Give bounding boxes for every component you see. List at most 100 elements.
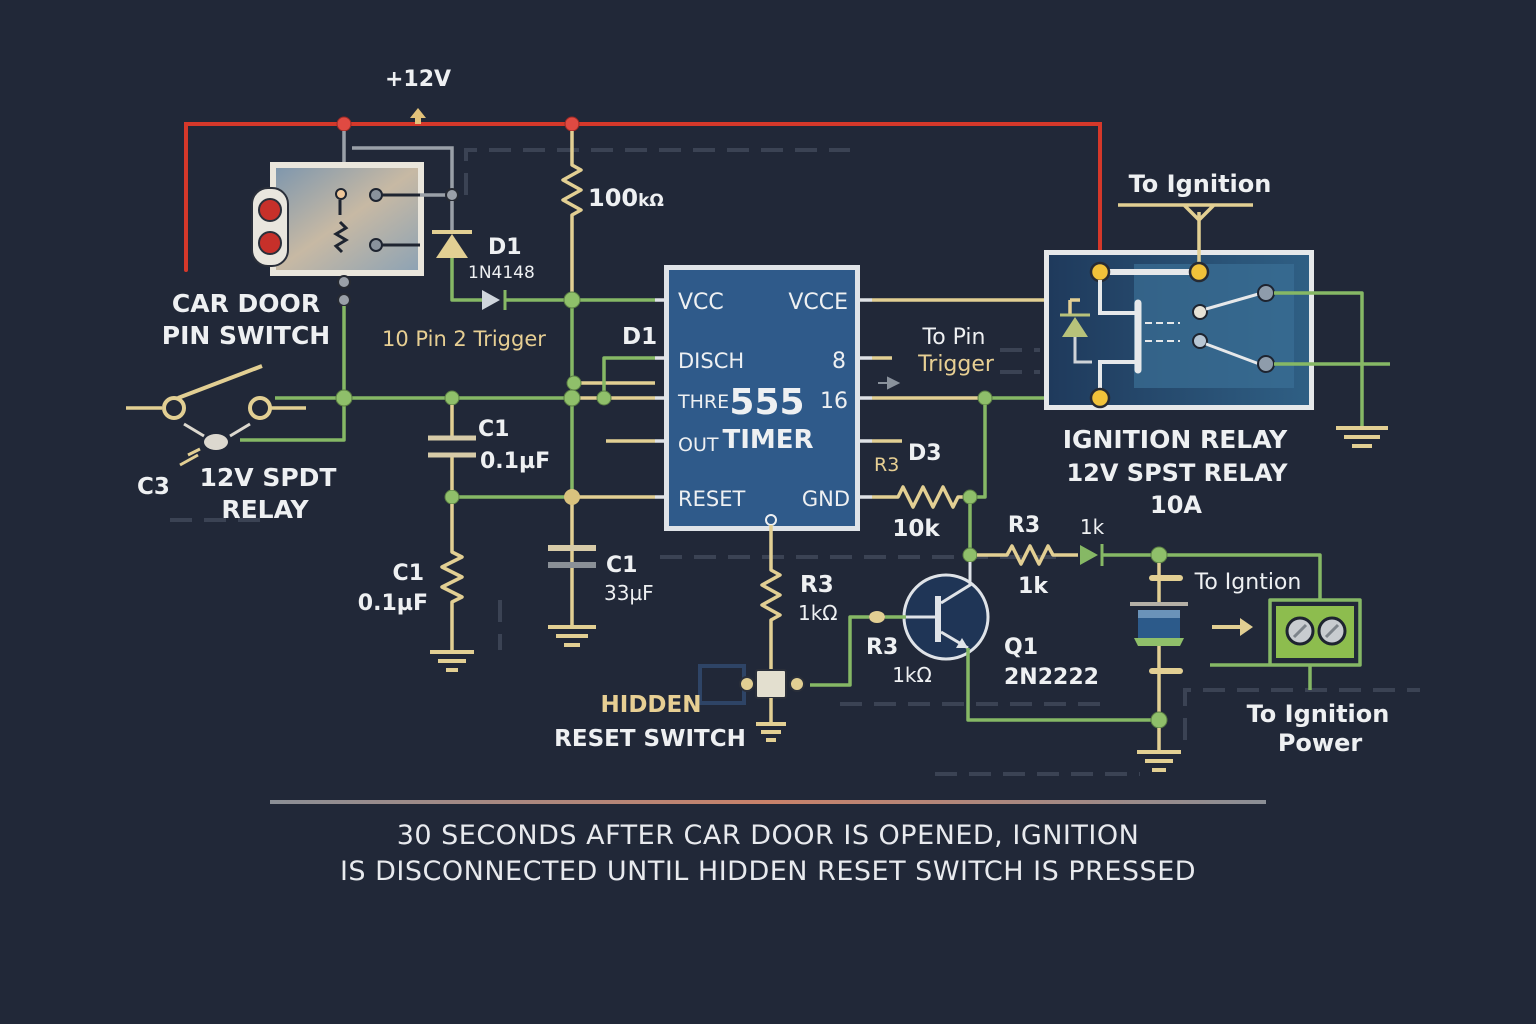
junction-node	[564, 116, 580, 132]
reset-switch-label-2: RESET SWITCH	[554, 726, 746, 752]
trigger-note-text: Pin 2 Trigger	[415, 327, 546, 351]
r3-reset-ref: R3	[800, 572, 834, 598]
supply-arrow-icon	[410, 108, 426, 124]
d1-ref: D1	[488, 235, 522, 260]
capacitor-c1-c: C1 33µF	[548, 545, 654, 647]
ignition-power-label-2: Power	[1278, 729, 1363, 757]
caption-line-2: IS DISCONNECTED UNTIL HIDDEN RESET SWITC…	[339, 856, 1197, 887]
relay-terminal	[1188, 261, 1210, 283]
spdt-label-2: RELAY	[221, 495, 309, 524]
resistor-c1-b: C1 0.1µF	[358, 504, 474, 672]
to-igntion-label: To Igntion	[1194, 570, 1302, 595]
resistor-100k: 100kΩ	[561, 131, 664, 296]
junction-node	[444, 489, 460, 505]
r-pullup-value: 100kΩ	[588, 184, 664, 212]
r3-reset-value: 1kΩ	[798, 601, 838, 625]
reset-button-icon[interactable]	[755, 669, 787, 699]
c1-b-ref: C1	[393, 561, 424, 586]
spdt-relay: C3 12V SPDT RELAY	[126, 364, 337, 524]
c1-a-value: 0.1µF	[480, 449, 550, 474]
q1-part: 2N2222	[1004, 665, 1099, 690]
r3-collector-ref: R3	[1008, 513, 1040, 538]
ground-icon	[756, 722, 786, 742]
ignition-relay-label: IGNITION RELAY	[1063, 425, 1288, 454]
junction-node	[564, 489, 580, 505]
spdt-label-1: 12V SPDT	[200, 463, 337, 492]
ignition-terminal: To Igntion To Ignition Power	[1130, 563, 1390, 772]
timer-pin-8: 8	[832, 349, 846, 374]
relay-terminal	[1089, 261, 1111, 283]
arrow-icon	[1240, 618, 1253, 636]
spdt-ref: C3	[137, 474, 170, 500]
reset-switch-label-1: HIDDEN	[601, 692, 702, 718]
diode-icon	[482, 290, 500, 310]
to-ignition-label: To Ignition	[1129, 170, 1272, 198]
supply-label: +12V	[385, 67, 451, 92]
timer-pin-out: OUT	[678, 434, 719, 456]
d3-ref: D3	[908, 441, 942, 466]
background-traces	[170, 148, 1420, 776]
junction-node	[596, 390, 612, 406]
c1-a-ref: C1	[478, 417, 509, 442]
diode-icon	[1080, 545, 1098, 565]
door-switch-label-2: PIN SWITCH	[162, 321, 330, 350]
q1-ref: Q1	[1004, 635, 1038, 660]
c1-b-value: 0.1µF	[358, 591, 428, 616]
ground-icon	[1336, 426, 1388, 448]
junction-node	[563, 291, 581, 309]
junction-node	[444, 390, 460, 406]
ignition-relay: To Ignition IGNITION RELAY 12V SPST RELA…	[1044, 170, 1390, 519]
signal-wires: D1	[240, 291, 657, 625]
d1-left-ref: D1	[622, 324, 657, 350]
c1-c-ref: C1	[606, 553, 637, 578]
junction-node	[962, 547, 978, 563]
ignition-power-label-1: To Ignition	[1247, 700, 1390, 728]
ignition-relay-rating: 10A	[1150, 491, 1202, 519]
hidden-reset-switch[interactable]: HIDDEN RESET SWITCH	[554, 664, 805, 752]
junction-node	[1150, 711, 1168, 729]
timer-555: VCC DISCH THRE OUT RESET VCCE 8 16 GND 5…	[655, 265, 872, 531]
timer-pin-16: 16	[820, 389, 848, 414]
timer-pin-gnd: GND	[802, 487, 850, 511]
timer-pin-reset: RESET	[678, 487, 745, 511]
r3-base-value: 1kΩ	[892, 663, 932, 687]
r3-10k-value: 10k	[892, 516, 940, 542]
r3-collector-value: 1k	[1018, 574, 1049, 599]
ignition-relay-spec: 12V SPST RELAY	[1066, 459, 1288, 487]
ground-icon	[548, 625, 596, 647]
resistor-r3-10k: D3 R3 10k	[872, 405, 987, 542]
timer-pin-disch: DISCH	[678, 349, 744, 373]
junction-node	[563, 389, 581, 407]
ground-icon	[1137, 750, 1181, 772]
supply-rail: +12V	[184, 67, 1102, 272]
timer-body	[669, 270, 855, 526]
c1-c-value: 33µF	[604, 581, 654, 605]
arrow-icon	[878, 376, 901, 390]
collector-chain: R3 1k 1k	[962, 504, 1322, 600]
resistor-r3-reset: R3 1kΩ	[760, 525, 838, 670]
transistor-q1: Q1 2N2222 R3 1kΩ	[810, 562, 1159, 722]
timer-pin-thre: THRE	[677, 391, 729, 413]
junction-node	[1150, 546, 1168, 564]
capacitor-c1-a: C1 0.1µF	[428, 405, 550, 490]
diode-value: 1k	[1080, 515, 1105, 539]
trigger-label: Trigger	[917, 352, 995, 377]
relay-terminal	[1089, 387, 1111, 409]
junction-node	[336, 116, 352, 132]
ground-icon	[430, 650, 474, 672]
r3-10k-ref: R3	[874, 454, 899, 476]
junction-node	[566, 375, 582, 391]
timer-pin-vcc: VCC	[678, 290, 724, 315]
timer-title-word: TIMER	[722, 425, 813, 455]
relay-armature	[204, 434, 228, 450]
trigger-note: 10 Pin 2 Trigger	[382, 327, 546, 351]
d1-part: 1N4148	[468, 263, 535, 283]
to-pin-label: To Pin	[922, 325, 986, 350]
junction-node	[977, 390, 993, 406]
diode-icon	[436, 234, 468, 258]
r-pullup-unit: kΩ	[638, 191, 664, 211]
r3-base-ref: R3	[866, 635, 898, 660]
junction-node	[962, 489, 978, 505]
